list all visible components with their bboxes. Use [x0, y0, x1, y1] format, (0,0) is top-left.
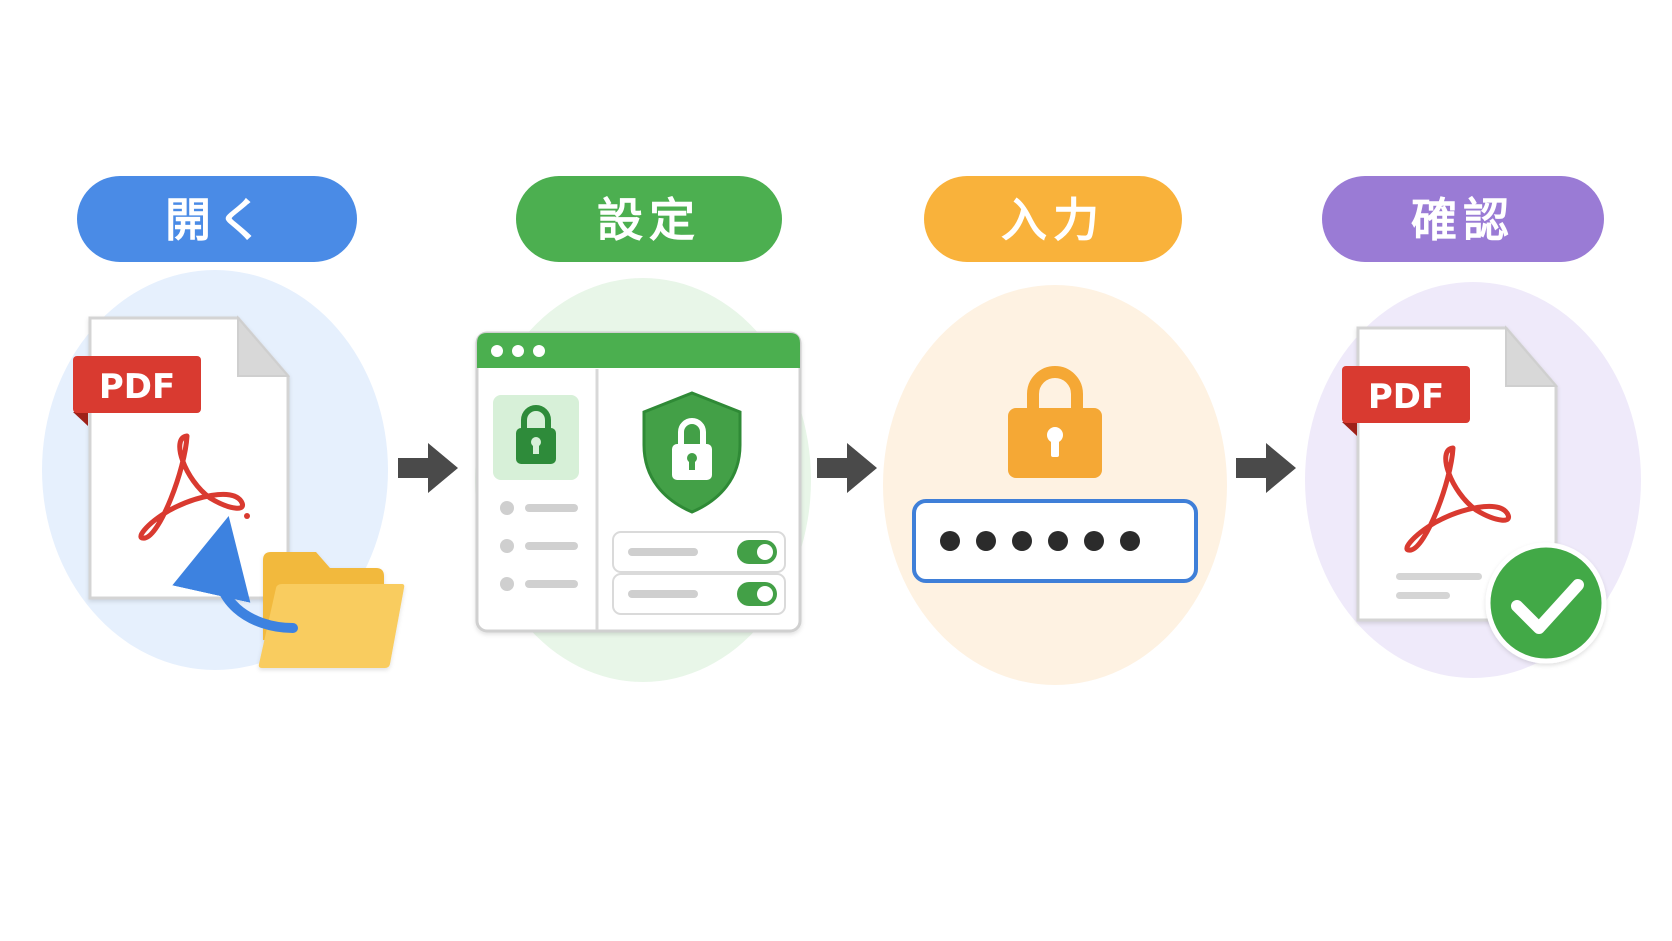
padlock-icon [1008, 366, 1102, 478]
sidebar-lock-tile [493, 395, 579, 480]
acrobat-logo-icon [138, 433, 245, 541]
password-dot [940, 531, 960, 551]
pdf-badge-label: PDF [1368, 377, 1444, 417]
acrobat-logo-icon [1404, 445, 1511, 553]
step-open-label: 開く [165, 193, 269, 247]
pdf-badge: PDF [1342, 366, 1470, 436]
step-settings-label: 設定 [597, 193, 701, 247]
password-dot [1048, 531, 1068, 551]
step-settings: 設定 [475, 176, 811, 682]
password-dot [976, 531, 996, 551]
step-arrow-icon [1236, 443, 1296, 493]
document-text-line [1396, 573, 1482, 580]
step-confirm-pill [1322, 176, 1604, 262]
settings-toggle-row [612, 573, 786, 615]
settings-toggle-row [612, 531, 786, 573]
pdf-badge: PDF [73, 356, 201, 426]
step-input: 入力 [883, 176, 1227, 685]
pdf-badge-label: PDF [99, 367, 175, 407]
step-input-background [883, 285, 1227, 685]
document-text-line [1396, 592, 1450, 599]
step-input-label: 入力 [1001, 193, 1105, 247]
step-open: 開く PDF [42, 176, 405, 670]
shield-lock-icon [642, 391, 742, 514]
checkmark-badge-icon [1485, 542, 1607, 664]
password-dot [1084, 531, 1104, 551]
step-confirm-label: 確認 [1411, 193, 1515, 247]
password-dots [940, 531, 1140, 551]
step-arrow-icon [817, 443, 877, 493]
step-confirm: 確認 PDF [1305, 176, 1641, 678]
password-field-icon [912, 499, 1198, 583]
password-dot [1012, 531, 1032, 551]
step-open-pill [77, 176, 357, 262]
step-settings-pill [516, 176, 782, 262]
step-arrow-icon [398, 443, 458, 493]
step-input-pill [924, 176, 1182, 262]
open-arrow-icon [172, 515, 298, 633]
password-dot [1120, 531, 1140, 551]
folder-icon [258, 552, 405, 668]
sidebar-menu-list [500, 501, 578, 591]
